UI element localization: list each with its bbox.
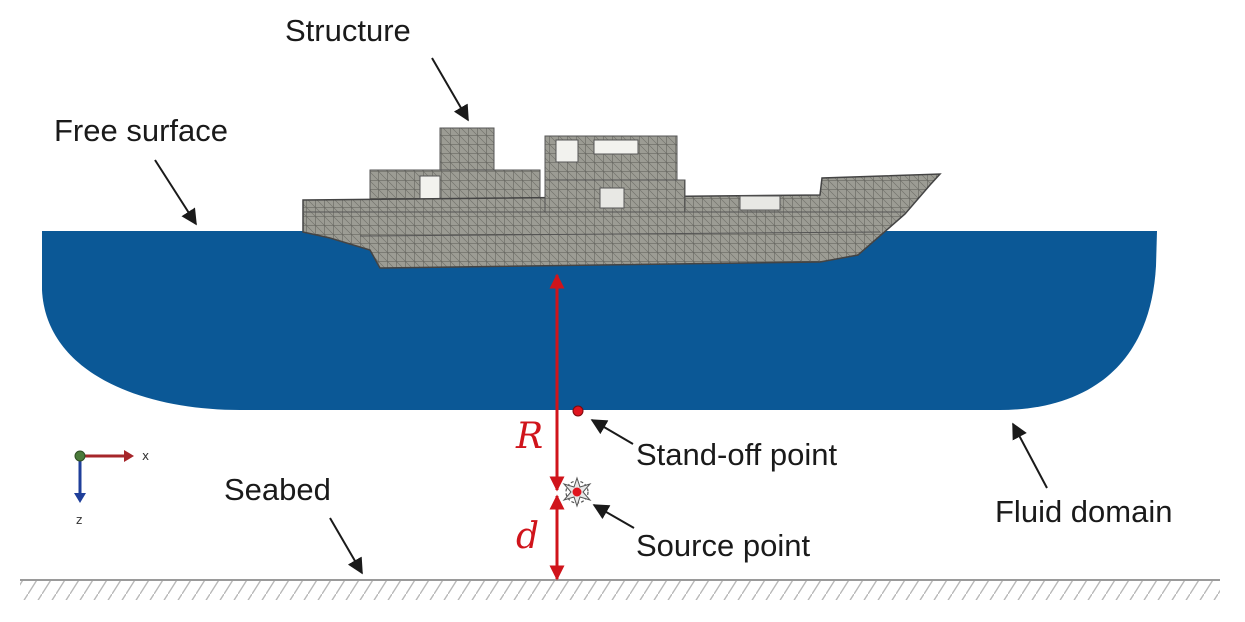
standoff-distance-symbol: R — [515, 416, 543, 457]
seabed-pointer-arrow — [329, 517, 363, 575]
seabed-label: Seabed — [224, 472, 331, 507]
free-surface-pointer-arrow — [154, 159, 197, 226]
axis-triad-icon — [74, 450, 134, 503]
seabed-ground — [20, 579, 1220, 600]
source-depth-symbol: d — [516, 516, 539, 557]
structure-pointer-arrow — [431, 57, 469, 122]
standoff-point-marker — [572, 405, 584, 417]
structure-label: Structure — [285, 13, 411, 48]
source-point-pointer-arrow — [592, 504, 635, 529]
fluid-domain-pointer-arrow — [1012, 422, 1048, 489]
standoff-point-label: Stand-off point — [636, 437, 837, 472]
ship-structure — [302, 127, 942, 269]
fluid-domain-shape — [42, 231, 1157, 410]
source-point-label: Source point — [636, 528, 810, 563]
fluid-domain-label: Fluid domain — [995, 494, 1172, 529]
free-surface-label: Free surface — [54, 113, 228, 148]
axis-z-label: z — [76, 513, 82, 527]
axis-x-label: x — [142, 449, 149, 463]
standoff-point-pointer-arrow — [590, 419, 634, 445]
explosion-icon — [562, 476, 592, 508]
